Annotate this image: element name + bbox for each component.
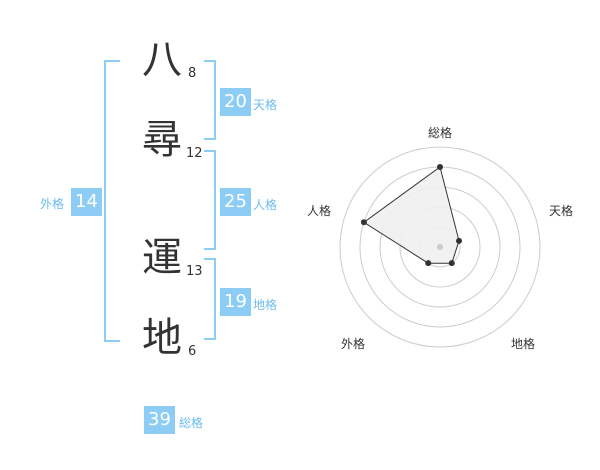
radar-polygon <box>363 166 460 264</box>
jinkaku-badge: 25 <box>220 188 251 216</box>
gaikaku-label: 外格 <box>40 197 65 211</box>
stroke-count-4: 6 <box>188 344 197 359</box>
jinkaku-label: 人格 <box>253 198 278 212</box>
radar-point <box>448 260 455 267</box>
soukaku-label: 総格 <box>179 416 204 430</box>
soukaku-badge: 39 <box>144 406 175 434</box>
radar-label-gaikaku: 外格 <box>341 337 366 351</box>
stroke-count-1: 8 <box>188 66 197 81</box>
radar-point <box>456 237 463 244</box>
radar-point <box>425 260 432 267</box>
tenkaku-badge: 20 <box>220 88 251 116</box>
jinkaku-bracket <box>204 150 216 250</box>
name-char-4: 地 <box>142 315 182 361</box>
tenkaku-bracket <box>204 60 216 140</box>
radar-center-dot <box>437 244 443 250</box>
gaikaku-bracket <box>104 60 120 342</box>
chikaku-badge: 19 <box>220 288 251 316</box>
gaikaku-badge: 14 <box>71 188 102 216</box>
name-char-1: 八 <box>142 37 182 83</box>
radar-points <box>360 164 463 267</box>
radar-label-soukaku: 総格 <box>428 126 453 140</box>
radar-label-tenkaku: 天格 <box>549 204 574 218</box>
radar-ring <box>339 146 541 348</box>
radar-point <box>360 219 367 226</box>
chikaku-bracket <box>204 258 216 340</box>
radar-label-chikaku: 地格 <box>511 337 536 351</box>
stroke-count-3: 13 <box>186 264 203 279</box>
radar-chart <box>339 146 541 348</box>
radar-label-jinkaku: 人格 <box>307 204 332 218</box>
stroke-count-2: 12 <box>186 146 203 161</box>
tenkaku-label: 天格 <box>253 98 278 112</box>
radar-point <box>437 164 443 170</box>
name-char-2: 尋 <box>142 117 182 163</box>
chikaku-label: 地格 <box>253 298 278 312</box>
name-char-3: 運 <box>142 235 182 281</box>
